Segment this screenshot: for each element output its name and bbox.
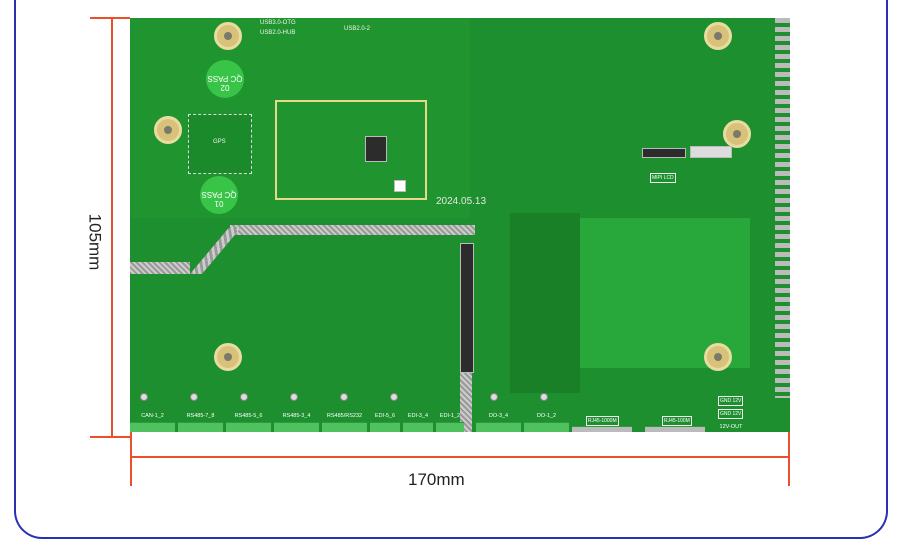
usb-label: USB2.0-2 — [344, 26, 371, 32]
date-code: 2024.05.13 — [436, 196, 487, 207]
ribbon-trace — [130, 262, 190, 274]
width-dimension-tick-left — [130, 432, 132, 486]
terminal-label: EDI-1_2 — [439, 413, 461, 419]
terminal-label: EDI-5_6 — [374, 413, 396, 419]
mounting-hole — [214, 343, 242, 371]
terminal-block — [524, 422, 569, 432]
solder-pad — [490, 393, 498, 401]
copper-zone — [130, 18, 470, 218]
terminal-block — [130, 422, 175, 432]
width-dimension-label: 170mm — [408, 470, 465, 489]
terminal-block — [226, 422, 271, 432]
power-pin-label: GND 12V — [718, 396, 744, 406]
solder-pad — [290, 393, 298, 401]
terminal-label: RS485/RS232 — [326, 413, 363, 419]
terminal-label: DO-1_2 — [536, 413, 557, 419]
ic-chip — [394, 180, 406, 192]
copper-zone — [510, 213, 580, 393]
solder-pad — [340, 393, 348, 401]
side-header — [775, 18, 790, 398]
solder-pad — [240, 393, 248, 401]
solder-pad — [190, 393, 198, 401]
solder-pad — [140, 393, 148, 401]
mounting-hole — [214, 22, 242, 50]
height-dimension-tick-bottom — [90, 436, 130, 438]
width-dimension-tick-right — [788, 432, 790, 486]
ic-chip — [365, 136, 387, 162]
height-dimension-label: 105mm — [85, 213, 105, 271]
terminal-block — [436, 422, 464, 432]
terminal-block — [178, 422, 223, 432]
mounting-hole — [704, 343, 732, 371]
ribbon-trace — [460, 373, 472, 432]
rj45-port — [572, 426, 632, 432]
rj45-label: RJ45-100M — [662, 416, 692, 426]
power-pin-label: GND 12V — [718, 409, 744, 419]
mounting-hole — [704, 22, 732, 50]
terminal-block — [476, 422, 521, 432]
rj45-label: RJ45-1000M — [586, 416, 619, 426]
ribbon-trace — [190, 228, 241, 274]
terminal-block — [274, 422, 319, 432]
height-dimension-line — [111, 18, 113, 438]
terminal-label: DO-3_4 — [488, 413, 509, 419]
usb-label: USB3.0-OTG — [260, 20, 296, 26]
solder-pad — [390, 393, 398, 401]
terminal-block — [370, 422, 400, 432]
mounting-hole — [723, 120, 751, 148]
mounting-hole — [154, 116, 182, 144]
ribbon-trace — [230, 225, 475, 235]
terminal-block — [403, 422, 433, 432]
lcd-label: MIPI LCD — [650, 173, 676, 183]
terminal-label: CAN-1_2 — [141, 413, 164, 419]
width-dimension-line — [130, 456, 790, 458]
terminal-label: RS485-5_6 — [234, 413, 263, 419]
lcd-connector — [690, 146, 732, 158]
content-frame — [14, 0, 888, 539]
usb-label: USB2.0-HUB — [260, 30, 296, 36]
power-out-label: 12V-OUT — [719, 424, 743, 430]
terminal-label: RS485-3_4 — [282, 413, 311, 419]
wireless-module — [275, 100, 427, 200]
terminal-block — [322, 422, 367, 432]
ic-strip — [460, 243, 474, 373]
terminal-label: EDI-3_4 — [407, 413, 429, 419]
height-dimension-tick-top — [90, 17, 130, 19]
solder-pad — [540, 393, 548, 401]
rj45-port — [645, 426, 705, 432]
terminal-label: RS485-7_8 — [186, 413, 215, 419]
gps-module: GPS — [188, 114, 252, 174]
lcd-connector — [642, 148, 686, 158]
